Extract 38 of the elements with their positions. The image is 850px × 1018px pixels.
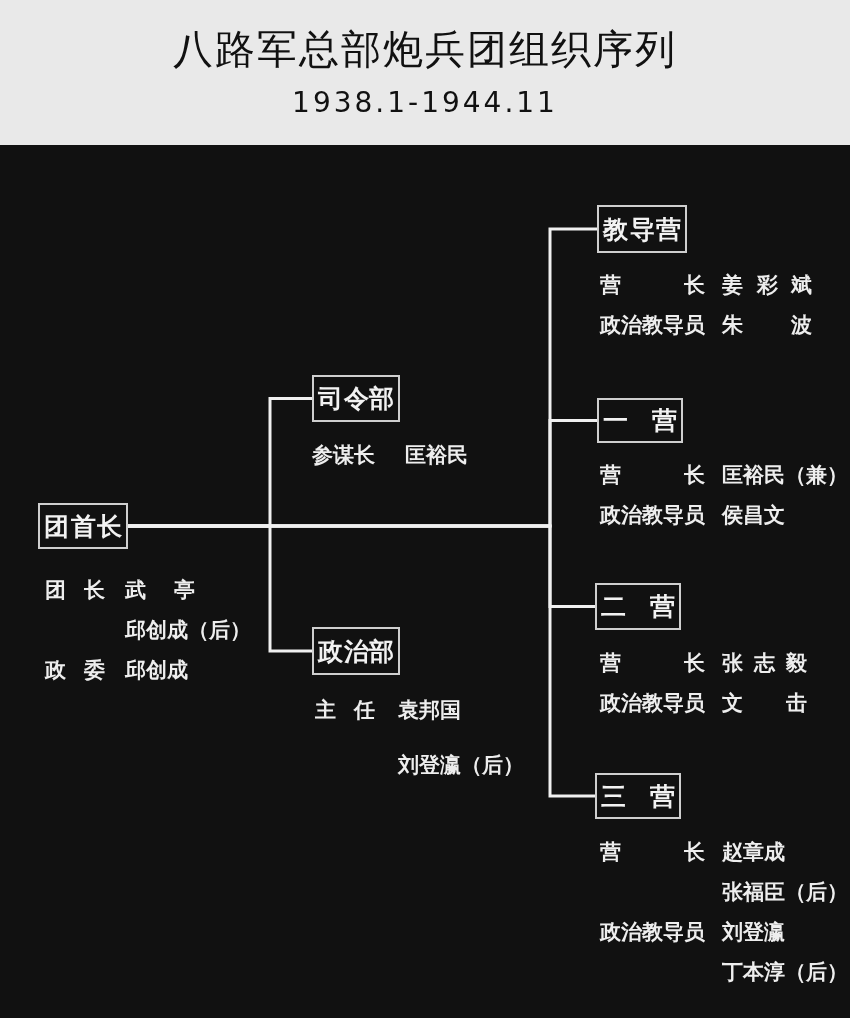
position-title: 主任 [315,697,375,723]
position-title: 政治教导员 [600,690,705,716]
unit-box: 一营 [597,398,683,443]
person-name: 刘登瀛 [722,919,785,945]
position-title: 政治教导员 [600,312,705,338]
position-title: 营长 [600,650,705,676]
unit-box: 三营 [595,773,681,819]
unit-box: 司令部 [312,375,400,422]
connector-line [128,524,595,798]
position-title: 团长 [45,577,105,603]
person-name: 匡裕民（兼） [722,462,848,488]
title: 八路军总部炮兵团组织序列 [172,25,678,74]
position-title: 营长 [600,839,705,865]
person-name: 文击 [722,690,807,716]
person-name: 邱创成（后） [125,617,251,643]
person-name: 朱波 [722,312,812,338]
person-name: 赵章成 [722,839,785,865]
person-name: 姜彩斌 [722,272,812,298]
person-name: 武亭 [125,577,195,603]
person-name: 邱创成 [125,657,188,683]
unit-box: 政治部 [312,627,400,675]
unit-box: 教导营 [597,205,687,253]
person-name: 张福臣（后） [722,879,848,905]
person-name: 丁本淳（后） [722,959,848,985]
person-name: 匡裕民 [405,442,468,468]
position-title: 政治教导员 [600,502,705,528]
position-title: 政治教导员 [600,919,705,945]
person-name: 张志毅 [722,650,807,676]
person-name: 刘登瀛（后） [398,752,524,778]
position-title: 营长 [600,462,705,488]
person-name: 侯昌文 [722,502,785,528]
unit-box: 二营 [595,583,681,630]
date-range: 1938.1-1944.11 [291,86,559,119]
position-title: 参谋长 [312,442,375,468]
position-title: 政委 [45,657,105,683]
person-name: 袁邦国 [398,697,461,723]
position-title: 营长 [600,272,705,298]
unit-box: 团首长 [38,503,128,549]
